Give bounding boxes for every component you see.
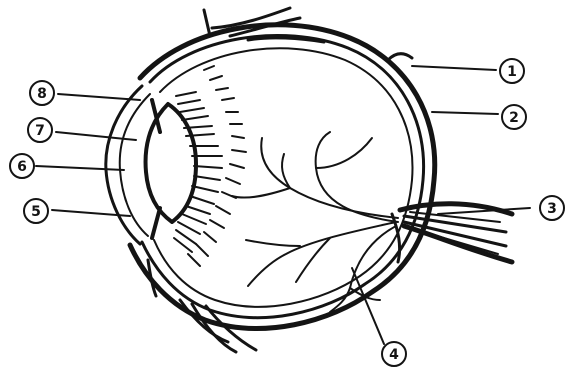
lens — [146, 104, 196, 222]
ciliary-body — [174, 66, 246, 266]
cornea — [106, 86, 150, 244]
callout-8: 8 — [30, 81, 54, 105]
callout-4: 4 — [382, 342, 406, 366]
callout-5: 5 — [24, 199, 48, 223]
callout-2: 2 — [502, 105, 526, 129]
callout-3: 3 — [540, 196, 564, 220]
callout-label-7: 7 — [35, 123, 45, 139]
choroid-retina-layer — [154, 48, 412, 306]
retinal-blood-vessels — [232, 132, 398, 312]
callout-7: 7 — [28, 118, 52, 142]
callout-label-2: 2 — [509, 110, 519, 126]
leader-line-2 — [432, 112, 498, 114]
leader-line-6 — [36, 166, 124, 170]
sclera-layer — [130, 25, 435, 329]
leader-line-4 — [352, 268, 384, 344]
callout-label-8: 8 — [37, 86, 47, 102]
callout-label-3: 3 — [547, 201, 557, 217]
callout-label-4: 4 — [389, 347, 399, 363]
callout-1: 1 — [500, 59, 524, 83]
callout-label-1: 1 — [507, 64, 517, 80]
leader-line-8 — [58, 94, 140, 100]
callout-6: 6 — [10, 154, 34, 178]
callout-label-6: 6 — [17, 159, 27, 175]
leader-line-1 — [412, 66, 496, 70]
callout-label-5: 5 — [31, 204, 41, 220]
